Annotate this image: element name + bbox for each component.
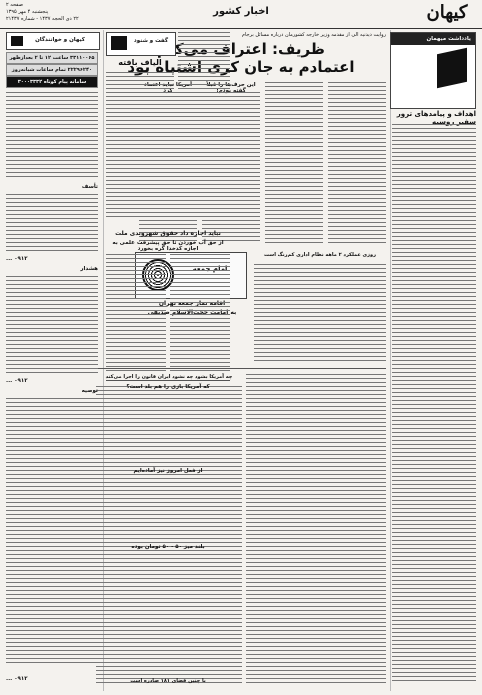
middle-q2-text [106,554,230,674]
talk-headline: الیاف بافته [118,58,162,67]
readers-text-1 [6,92,98,182]
side-story-headline: روزی عملکرد ۲ ماهه نظام اداری کم‌رنگ است [264,252,376,258]
main-story-col-3 [202,92,260,247]
talk-box-title: گفت و شنود [133,38,169,44]
section-title: اخبار کشور [213,6,269,17]
middle-footer-story: با چنین فضای ۱۸۱ صادره است [130,678,206,684]
talk-box: گفت و شنود [106,32,176,56]
main-story-col-1 [328,82,386,247]
right-headline: اهداف و پیامدهای ترور سفیر روسیه [396,110,476,126]
main-story-col-2 [265,82,323,247]
reader-item-sender: ۰۹۱۲ ... [6,378,28,384]
rights-text-col-2 [170,254,230,374]
right-column-text [392,124,476,689]
lower-right-story-text [246,374,386,689]
page-header: کیهان اخبار کشور صفحه ۲ پنجشنبه ۴ مهر ۱۳… [0,0,482,29]
guest-note-title: یادداشت میهمان [391,33,475,45]
readers-sms: سامانه پیام کوتاه ۳۰۰۰۳۳۳۲ [6,76,98,88]
reader-item-sender: ۰۹۱۲ ... [6,256,28,262]
readers-text-3 [6,276,98,376]
guest-note-box: یادداشت میهمان [390,32,476,109]
readers-phone-1: ۳۳۱۱۰۰۶۵ ساعت ۱۲ تا ۲ بعدازظهر [6,52,98,64]
pen-icon [437,47,467,89]
main-kicker: روایت دیدنیه الی از مقدمه وزیر خارجه کشو… [241,32,386,38]
friday-headline-2: به امامت حجت‌الاسلام صدیقی [147,309,237,316]
middle-headline-3: از فعل امروز نیز آماده‌ایم [133,468,203,474]
middle-question-1: که آمریکا بازی را هم بلد است؟ [126,384,210,390]
divider-rule [106,380,230,381]
side-story-text [254,264,386,364]
readers-phone-2: ۲۲۲۹۶۲۴۰ تمام ساعات شبانه‌روز [6,64,98,76]
main-subhead-a: این حرف‌ها را قبلاً گفته بودم! [206,82,256,94]
talk-text [106,72,174,222]
page-number: صفحه ۲ [6,2,23,8]
middle-h3-text [106,478,230,538]
issue-info: صفحه ۲ پنجشنبه ۴ مهر ۱۳۹۵ ۲۲ ذی الحجه ۱۴… [6,2,79,23]
readers-text-4 [6,398,98,668]
middle-upper-text [178,32,230,222]
divider-rule [96,368,386,369]
issue-number: ۲۲ ذی الحجه ۱۴۳۷ - شماره ۲۱۴۳۷ [6,16,79,22]
column-divider [390,30,391,691]
readers-box-title: کیهان و خوانندگان [35,37,85,43]
friday-headline-1: اقامه نماز جمعه تهران [158,300,226,307]
rights-text-col-1 [106,254,166,374]
reader-item-heading: هشدار [80,266,98,272]
issue-date: پنجشنبه ۴ مهر ۱۳۹۵ [6,9,49,15]
readers-box: کیهان و خوانندگان [6,32,100,50]
rights-headline-1: نباید اجازه داد حقوق شهروندی ملت [115,230,221,237]
readers-text-2 [6,194,98,254]
rights-headline-2: از حق آب خوردن تا حق پیشرفت علمی به اجاز… [112,240,224,252]
main-headline-line-2: اعتمادم به جان کری اشتباه بود [127,58,355,76]
reader-item-heading: توصیه [81,388,98,394]
target-emblem-icon [142,259,174,291]
reader-item-heading: تأسف [81,184,98,190]
bottom-story-headline: چه آمریکا بشود چه نشود ایران قانون را اج… [105,374,233,380]
phone-icon [11,36,23,46]
middle-q1-text [106,394,230,464]
talk-logo-icon [111,36,127,50]
column-divider [103,30,104,691]
main-subhead-b: آمریکا نباید اعتماد کرد [144,82,192,94]
friday-box-title: امام جمعه [192,265,228,273]
middle-question-2: بلند میز ۵۰ - ۵۰ تومان بوده [131,544,205,550]
reader-item-sender: ۰۹۱۲ ... [6,676,28,682]
friday-prayer-box: امام جمعه [135,252,247,299]
kayhan-logo: کیهان [426,2,468,23]
